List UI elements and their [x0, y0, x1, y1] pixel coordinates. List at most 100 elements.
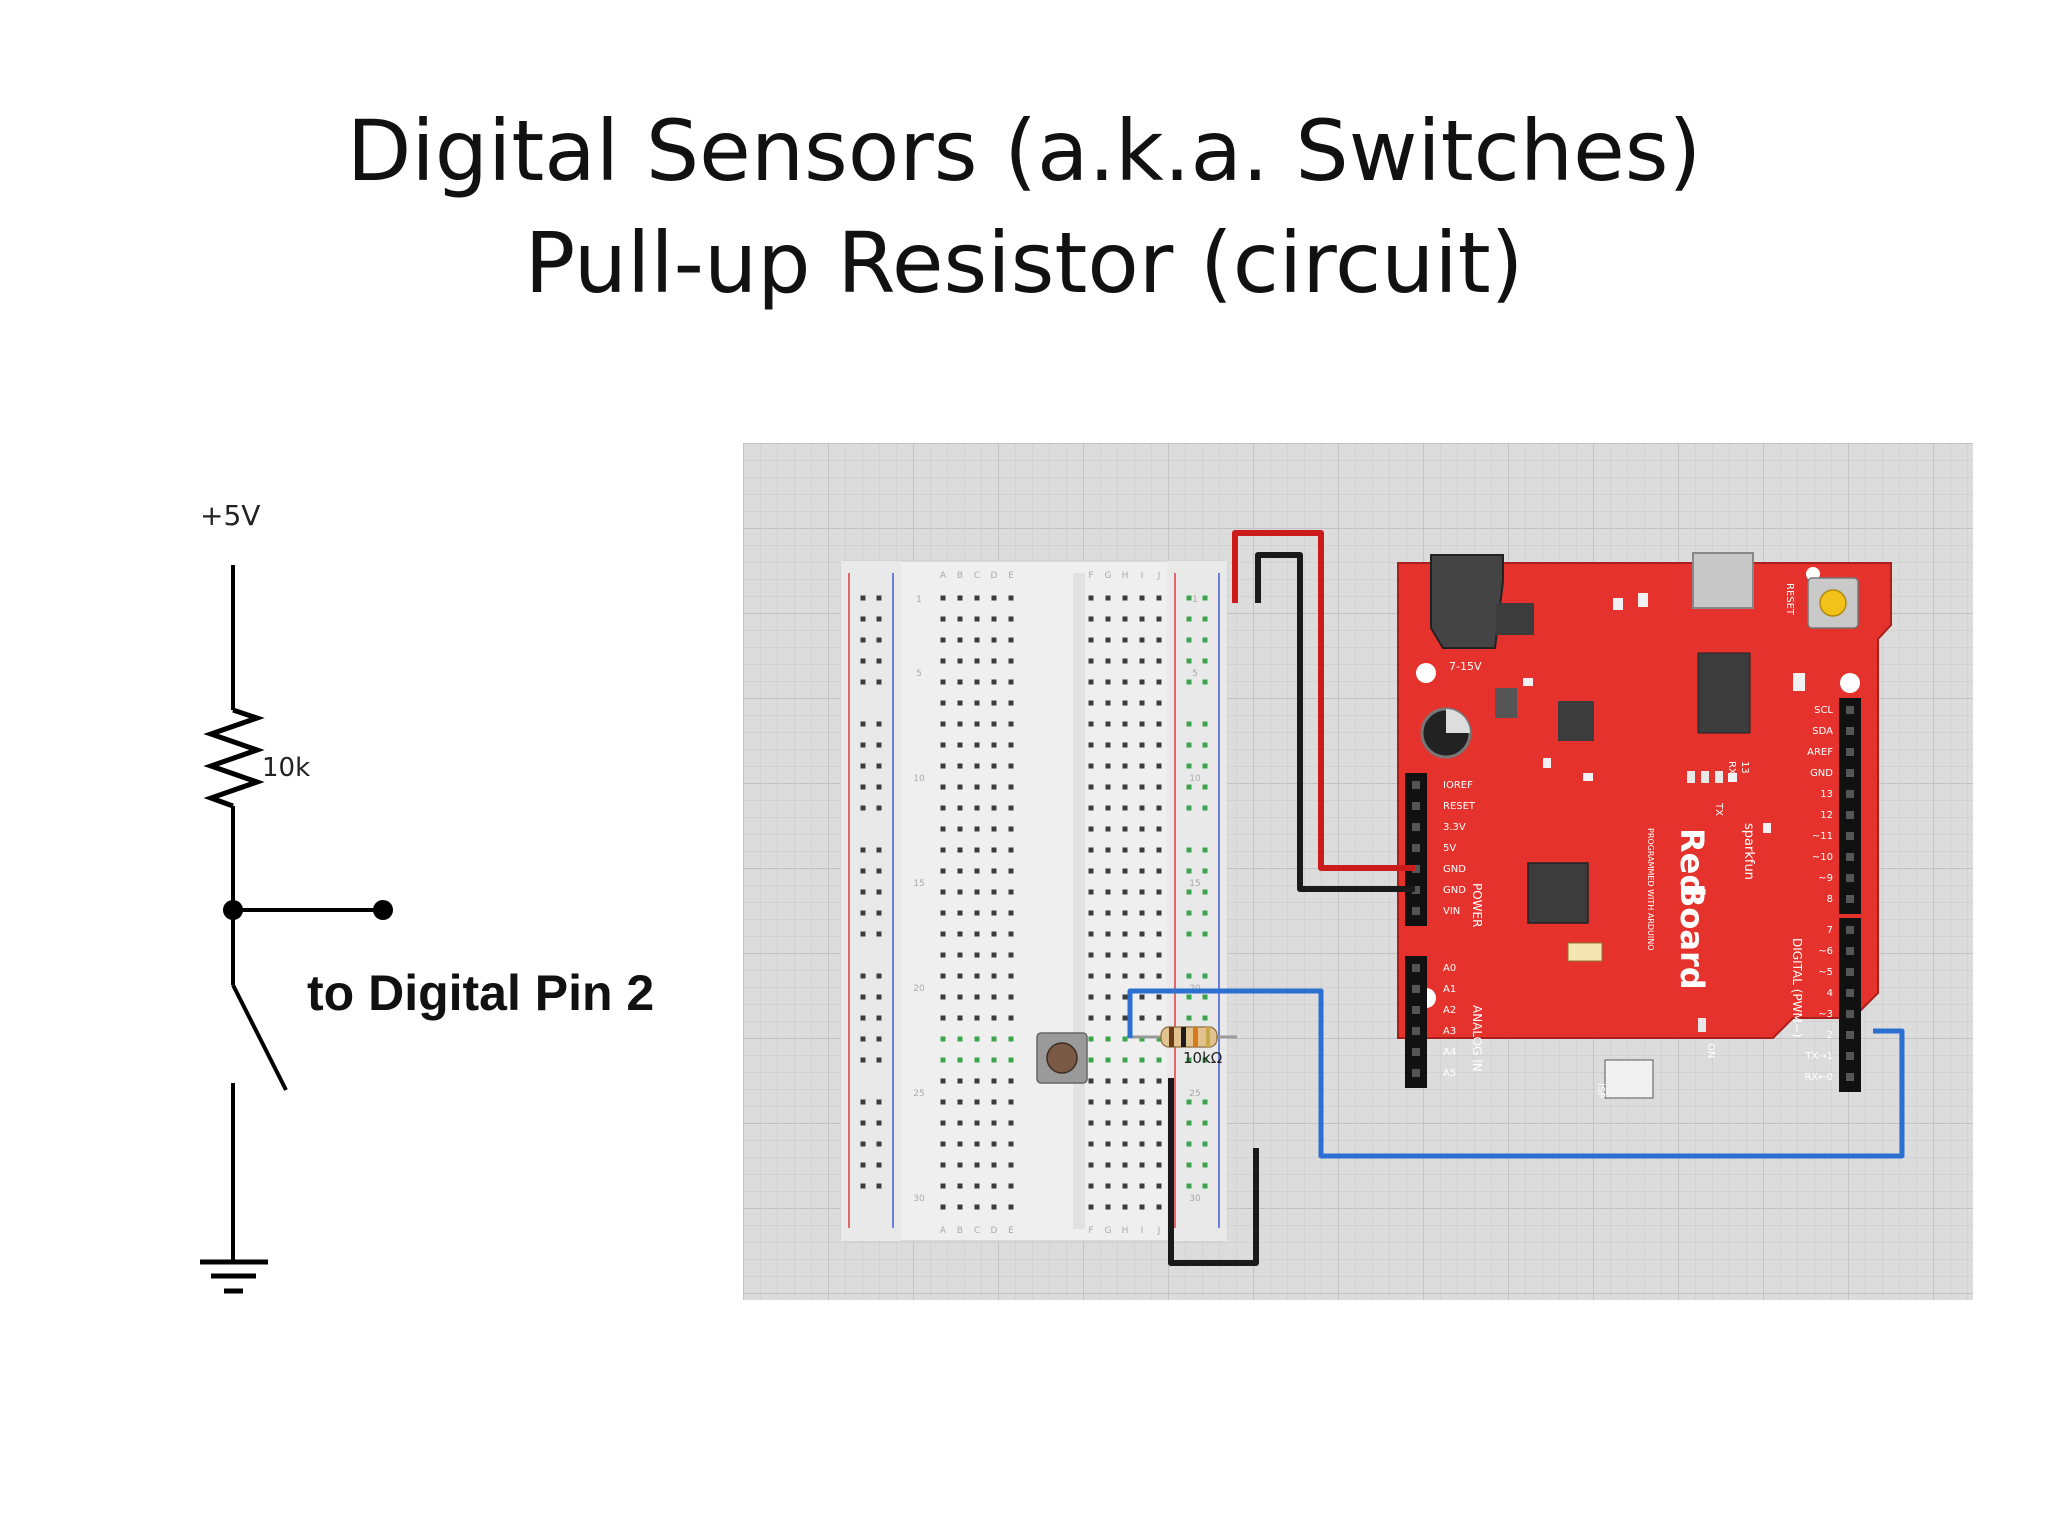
breadboard-hole	[940, 616, 946, 622]
pin-label: A2	[1443, 1005, 1456, 1016]
bb-letter: D	[991, 1226, 998, 1236]
pin-label: to Digital Pin 2	[307, 965, 654, 1021]
breadboard-hole	[1139, 973, 1145, 979]
breadboard-hole	[1105, 1162, 1111, 1168]
breadboard-hole	[1122, 805, 1128, 811]
rail-hole	[1186, 1015, 1192, 1021]
breadboard-hole	[974, 1078, 980, 1084]
rail-hole	[1186, 868, 1192, 874]
pin-label: 5V	[1443, 843, 1456, 854]
breadboard-hole	[1156, 1183, 1162, 1189]
breadboard-hole	[1105, 1015, 1111, 1021]
breadboard-hole	[1122, 1120, 1128, 1126]
header-pin	[1412, 1006, 1420, 1014]
pin-label: AREF	[1807, 747, 1833, 758]
breadboard-hole	[1105, 952, 1111, 958]
breadboard-hole	[940, 973, 946, 979]
breadboard-hole	[1008, 931, 1014, 937]
rail-hole	[1186, 616, 1192, 622]
breadboard-hole	[1088, 1036, 1094, 1042]
rail-hole	[1202, 1015, 1208, 1021]
breadboard-hole	[1105, 868, 1111, 874]
breadboard-hole	[957, 952, 963, 958]
breadboard-hole	[1139, 952, 1145, 958]
rail-hole	[1186, 595, 1192, 601]
bb-letter: G	[1105, 1226, 1112, 1236]
bb-letter: C	[974, 1226, 980, 1236]
breadboard-hole	[957, 616, 963, 622]
rail-hole	[860, 1057, 866, 1063]
resistor: 10kΩ	[1127, 1026, 1237, 1067]
rail-hole	[1186, 973, 1192, 979]
breadboard-hole	[1156, 763, 1162, 769]
breadboard-hole	[1156, 1057, 1162, 1063]
breadboard-hole	[957, 658, 963, 664]
breadboard-hole	[1139, 700, 1145, 706]
breadboard-hole	[1008, 1141, 1014, 1147]
breadboard-hole	[1088, 931, 1094, 937]
center-channel	[1073, 573, 1085, 1229]
breadboard-hole	[1105, 994, 1111, 1000]
breadboard-hole	[957, 1141, 963, 1147]
breadboard-hole	[1088, 616, 1094, 622]
breadboard-hole	[1139, 1141, 1145, 1147]
rail-hole	[1186, 847, 1192, 853]
breadboard-hole	[991, 742, 997, 748]
breadboard-hole	[1008, 1162, 1014, 1168]
breadboard-hole	[1139, 616, 1145, 622]
breadboard-hole	[991, 721, 997, 727]
breadboard-hole	[1088, 868, 1094, 874]
surface-components	[1523, 593, 1805, 833]
pin-label: GND	[1443, 864, 1466, 875]
breadboard-hole	[1139, 1099, 1145, 1105]
breadboard-hole	[1156, 1015, 1162, 1021]
diode	[1495, 688, 1517, 718]
header-pin	[1846, 769, 1854, 777]
breadboard-hole	[1088, 805, 1094, 811]
breadboard-hole	[1156, 805, 1162, 811]
breadboard-hole	[974, 868, 980, 874]
breadboard-hole	[1105, 973, 1111, 979]
breadboard-hole	[957, 679, 963, 685]
logo-board: Board	[1673, 883, 1711, 990]
bb-letter: A	[940, 1226, 947, 1236]
breadboard-hole	[991, 616, 997, 622]
breadboard-hole	[1008, 679, 1014, 685]
breadboard-hole	[974, 889, 980, 895]
rail-hole	[860, 1036, 866, 1042]
breadboard-hole	[1122, 952, 1128, 958]
breadboard-hole	[991, 658, 997, 664]
breadboard-hole	[1139, 889, 1145, 895]
breadboard-hole	[974, 910, 980, 916]
breadboard-hole	[1008, 868, 1014, 874]
mount-hole	[1840, 673, 1860, 693]
breadboard-hole	[1156, 847, 1162, 853]
redboard-logo: Red Board PROGRAMMED WITH ARDUINO sparkf…	[1646, 823, 1756, 990]
breadboard-hole	[974, 847, 980, 853]
breadboard-hole	[1156, 973, 1162, 979]
led-label: 13	[1739, 761, 1750, 774]
bb-letter: C	[974, 571, 980, 581]
breadboard-hole	[1088, 826, 1094, 832]
bb-letter: G	[1105, 571, 1112, 581]
bb-letter: E	[1008, 1226, 1014, 1236]
pin-label: ~6	[1818, 946, 1833, 957]
pin-terminal	[373, 900, 393, 920]
breadboard-hole	[1105, 1057, 1111, 1063]
rail-hole	[1202, 1162, 1208, 1168]
rail-hole	[1202, 973, 1208, 979]
breadboard-hole	[1088, 784, 1094, 790]
breadboard-hole	[1105, 1204, 1111, 1210]
breadboard-hole	[991, 826, 997, 832]
breadboard-hole	[1008, 805, 1014, 811]
rail-hole	[876, 595, 882, 601]
bb-row-number: 15	[1189, 879, 1200, 889]
breadboard-hole	[957, 1057, 963, 1063]
breadboard-hole	[940, 805, 946, 811]
breadboard-hole	[1088, 1057, 1094, 1063]
breadboard-hole	[940, 931, 946, 937]
header-pin	[1846, 947, 1854, 955]
breadboard-hole	[1008, 1078, 1014, 1084]
pushbutton	[1036, 1032, 1088, 1084]
rail-hole	[1202, 889, 1208, 895]
